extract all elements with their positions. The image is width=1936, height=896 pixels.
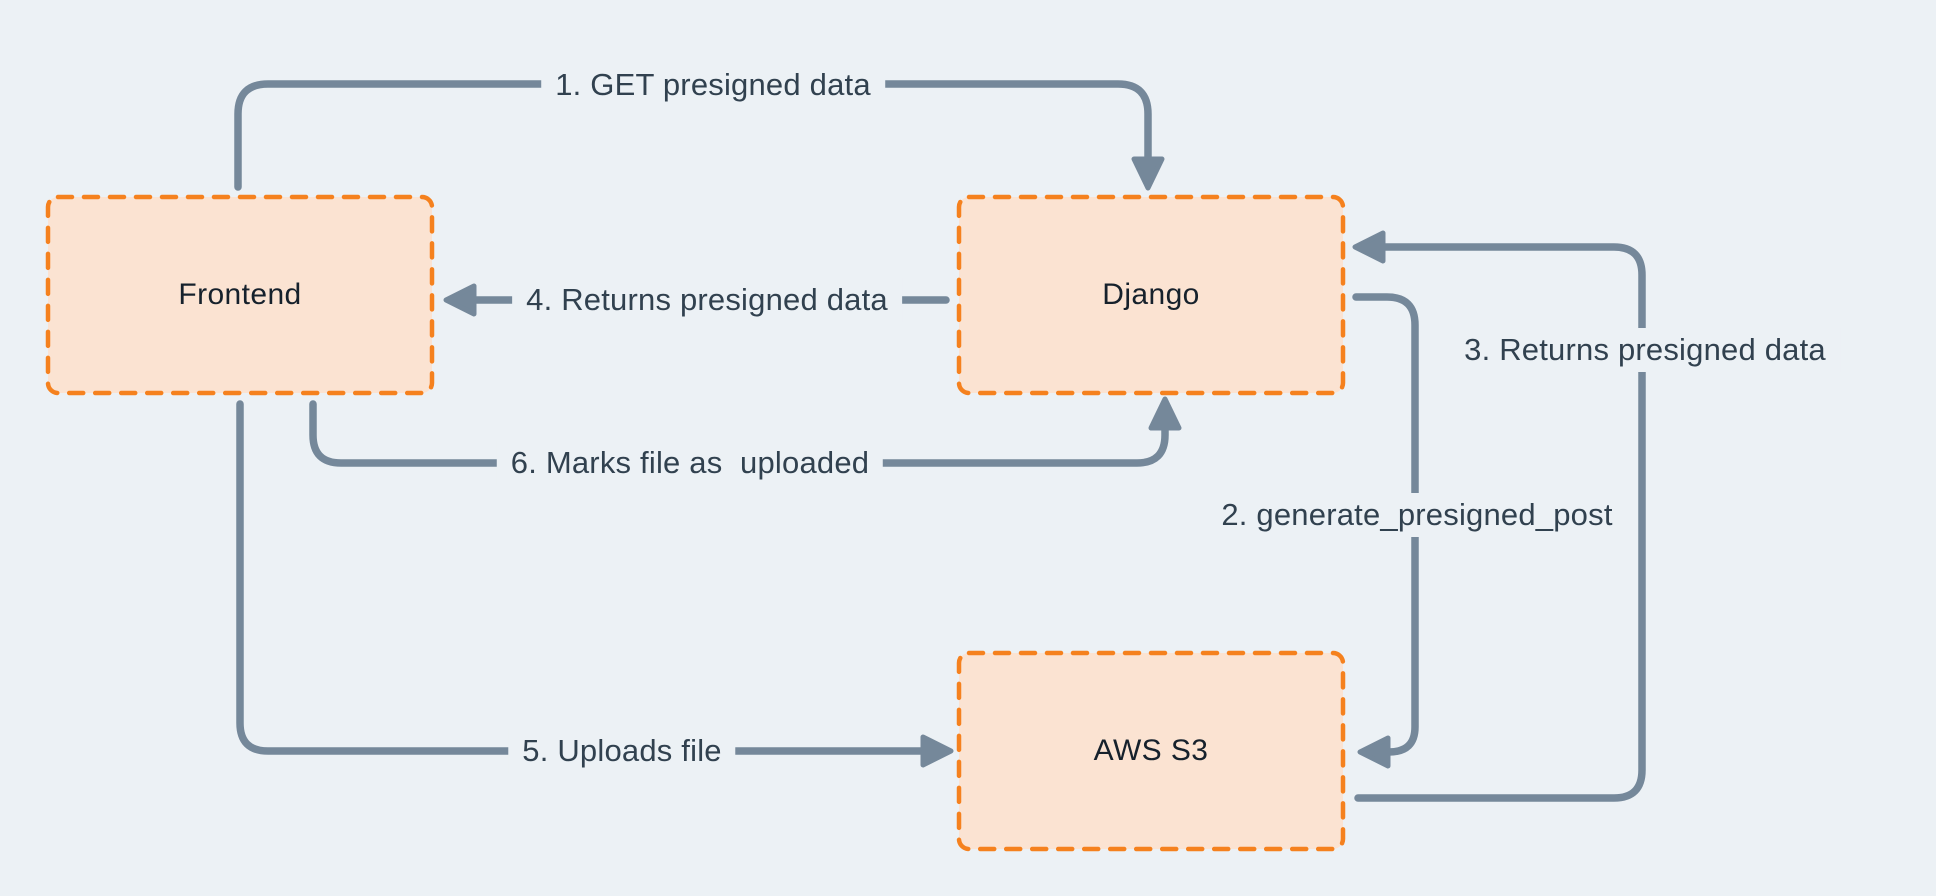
arrowhead-1-down-icon: [1131, 156, 1165, 191]
node-aws-s3-box: [956, 650, 1346, 852]
arrow-line-2-generate-presigned-post: [1352, 293, 1419, 756]
flow-label-3-returns-presigned-data: 3. Returns presigned data: [1450, 328, 1840, 372]
arrowhead-2-left-icon: [1357, 735, 1391, 769]
node-django-box: [956, 194, 1346, 396]
arrow-line-5-uploads-file: [236, 400, 928, 755]
arrowhead-5-right-icon: [920, 734, 954, 768]
node-frontend: Frontend: [178, 278, 302, 311]
flow-label-6-marks-file-uploaded: 6. Marks file as uploaded: [496, 441, 884, 485]
flow-label-4-returns-presigned-data: 4. Returns presigned data: [512, 278, 902, 322]
arrow-line-3-returns-presigned-data: [1354, 243, 1646, 802]
arrowhead-3-left-icon: [1352, 230, 1386, 264]
arrowhead-4-left-icon: [443, 283, 477, 317]
flow-label-1-get-presigned-data: 1. GET presigned data: [541, 63, 885, 107]
arrowhead-6-up-icon: [1148, 396, 1182, 431]
node-frontend-box: [45, 194, 435, 396]
node-django: Django: [1102, 278, 1200, 311]
flow-label-2-generate-presigned-post: 2. generate_presigned_post: [1207, 493, 1627, 537]
flow-label-5-uploads-file: 5. Uploads file: [508, 729, 736, 773]
node-aws-s3: AWS S3: [1093, 734, 1209, 767]
